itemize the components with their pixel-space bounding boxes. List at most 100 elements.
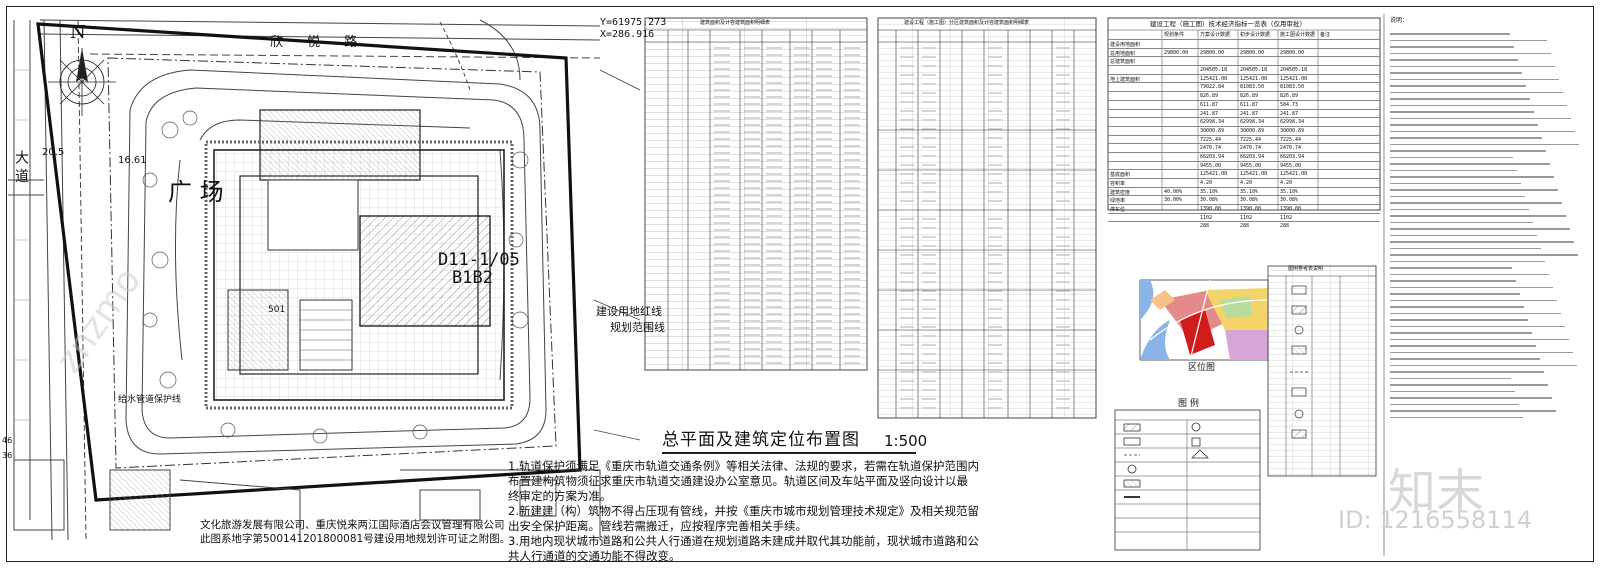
table-cell: 7225.44 [1280,136,1302,143]
plaza-label: 广 场 [168,178,224,206]
table-cell: 7225.44 [1200,136,1222,143]
table-cell: 125421.00 [1240,75,1268,82]
table-cell: 30000.89 [1280,127,1305,134]
note-line [1390,299,1557,301]
note-line [1390,312,1561,314]
lot-sub: B1B2 [452,268,493,288]
planning-boundary-callout: 规划范围线 [610,321,665,334]
note-line [1390,117,1571,119]
table-cell: 125421.00 [1280,75,1308,82]
table-cell: 4.20 [1280,180,1293,186]
note-line [1390,228,1570,230]
table-cell: 611.87 [1240,101,1259,108]
table-cell: 288 [1200,223,1210,230]
table-header-cell: 备注 [1320,32,1331,38]
note-line [1390,163,1550,165]
table-cell: 79022.84 [1200,84,1225,91]
table-cell: 1390.00 [1200,206,1222,213]
note-line [1390,156,1513,158]
table-cell: 1390.00 [1280,206,1302,213]
note-line [1390,104,1567,106]
table-cell: 66203.94 [1280,153,1305,160]
table-cell: 826.89 [1280,93,1299,100]
note-line [1390,273,1549,275]
note-line [1390,377,1511,379]
note-line [1390,371,1544,373]
right-notes-text [1390,28,1590,508]
note-line [1390,182,1521,184]
note-line [1390,364,1577,366]
note-line [1390,215,1566,217]
table-cell: 9455.00 [1280,162,1302,169]
edge-mark-1: 46 [2,436,13,445]
note-line [1390,150,1546,152]
table-cell: 1102 [1280,214,1293,221]
note-line [1390,130,1575,132]
table-cell: 125421.00 [1200,171,1228,178]
table-cell: 29800.00 [1240,49,1265,56]
note-line [1390,332,1532,334]
table-cell: 基底面积 [1110,172,1131,179]
note-line [1390,247,1541,249]
table-cell: 125421.00 [1280,171,1308,178]
dim-left: 20.5 [42,147,65,158]
table-cell: 62998.34 [1280,119,1305,126]
note-line [1390,358,1540,360]
table-cell: 81083.50 [1240,84,1265,91]
table-cell: 地上建筑面积 [1110,76,1141,83]
dim-left-2: 16.61 [118,155,147,166]
table-cell: 204505.18 [1200,67,1228,74]
table-header-cell: 方案设计数据 [1200,32,1231,38]
table-cell: 30.00% [1164,197,1183,204]
table-cell: 611.87 [1200,101,1219,108]
table-cell: 绿地率 [1110,198,1126,205]
note-line [1390,306,1524,308]
table-cell: 35.10% [1240,188,1259,195]
table-row: 总建筑面积 [1108,56,1380,65]
note-line [1390,267,1512,269]
table-cell: 81083.50 [1280,84,1305,91]
road-name-top: 欣 悦 路 [270,35,368,50]
table-cell: 125421.00 [1200,75,1228,82]
table-header-cell: 规划条件 [1164,32,1185,38]
note-line [1390,91,1563,93]
note-line [1390,397,1552,399]
note-line [1390,202,1562,204]
table-cell: 241.87 [1240,110,1259,117]
drawing-scale: 1:500 [884,432,928,450]
table-cell: 4.20 [1240,180,1253,186]
note-line [1390,208,1529,210]
drawing-sheet [6,6,1594,562]
note-line [1390,195,1525,197]
table-cell: 30000.89 [1240,127,1265,134]
table-cell: 9455.00 [1240,162,1262,169]
table-cell: 66203.94 [1240,153,1265,160]
drawing-title: 总平面及建筑定位布置图 [662,430,860,450]
note-line [1390,325,1565,327]
legend-title: 图 例 [1178,399,1199,409]
table-cell: 2470.74 [1200,145,1222,152]
note-line [1390,124,1538,126]
note-line [1390,286,1553,288]
table-cell: 241.87 [1280,110,1299,117]
note-line [1390,241,1574,243]
watermark-brand: 知末 [1388,464,1485,520]
table-cell: 停车位 [1110,207,1126,214]
note-line [1390,33,1510,35]
table3-title: 建设工程（施工图）技术经济指标一览表（仅用审批） [1150,20,1306,28]
note-line [1390,52,1551,54]
note-line [1390,345,1536,347]
note-line [1390,416,1523,418]
right-notes-title: 说明： [1390,17,1409,24]
note-line [1390,78,1559,80]
